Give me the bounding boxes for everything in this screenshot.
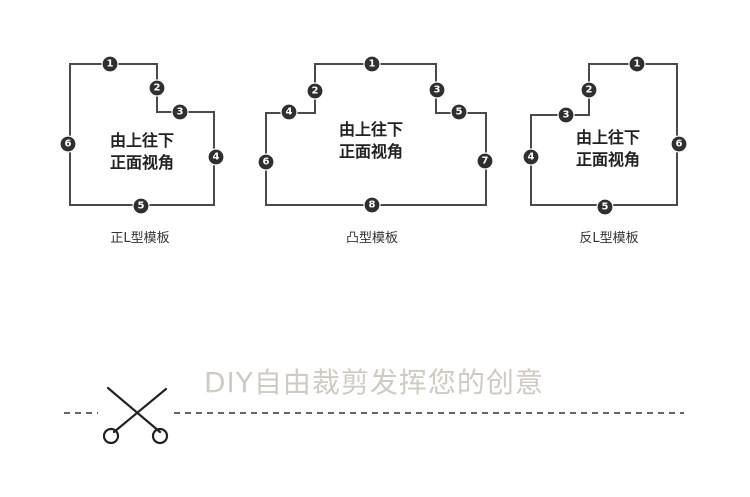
svg-text:6: 6 [676, 139, 683, 150]
svg-text:4: 4 [528, 152, 535, 163]
convex-shape-marker: 5 [450, 103, 468, 121]
reverse-l-shape-center-line1: 由上往下 [576, 128, 640, 147]
svg-text:3: 3 [434, 85, 441, 96]
svg-text:1: 1 [369, 59, 376, 70]
svg-text:3: 3 [177, 107, 184, 118]
svg-text:3: 3 [563, 110, 570, 121]
scissors-icon [98, 386, 170, 445]
l-shape-outline [69, 63, 215, 206]
svg-text:4: 4 [213, 152, 220, 163]
reverse-l-shape-caption: 反L型模板 [579, 231, 638, 246]
reverse-l-shape-marker: 5 [596, 198, 614, 216]
convex-shape-marker: 1 [363, 55, 381, 73]
l-shape-marker: 2 [148, 79, 166, 97]
svg-text:6: 6 [263, 157, 270, 168]
svg-text:5: 5 [602, 202, 609, 213]
convex-shape-marker: 4 [280, 103, 298, 121]
reverse-l-shape-marker: 3 [557, 106, 575, 124]
diy-slogan: DIY自由裁剪发挥您的创意 [204, 366, 544, 399]
svg-text:8: 8 [369, 200, 376, 211]
l-shape-marker: 5 [132, 197, 150, 215]
reverse-l-shape-marker: 1 [628, 55, 646, 73]
svg-text:1: 1 [107, 59, 114, 70]
convex-shape-marker: 2 [306, 82, 324, 100]
svg-text:5: 5 [456, 107, 463, 118]
l-shape-marker: 6 [59, 135, 77, 153]
l-shape-caption: 正L型模板 [110, 231, 169, 246]
reverse-l-shape-center-line2: 正面视角 [576, 150, 640, 169]
svg-text:2: 2 [586, 85, 593, 96]
svg-text:1: 1 [634, 59, 641, 70]
reverse-l-shape-marker: 4 [522, 148, 540, 166]
reverse-l-shape-marker: 6 [670, 135, 688, 153]
convex-shape-center-line2: 正面视角 [339, 142, 403, 161]
l-shape-marker: 3 [171, 103, 189, 121]
svg-text:6: 6 [65, 139, 72, 150]
template-l-shape: 由上往下 正面视角 1 2 3 4 5 6 正L型模板 [59, 55, 225, 246]
convex-shape-marker: 3 [428, 81, 446, 99]
convex-shape-caption: 凸型模板 [346, 231, 398, 246]
template-convex-shape: 由上往下 正面视角 1 2 3 4 5 6 7 [257, 55, 494, 246]
convex-shape-center-line1: 由上往下 [339, 120, 403, 139]
reverse-l-shape-outline [530, 63, 678, 206]
convex-shape-marker: 7 [476, 152, 494, 170]
convex-shape-marker: 6 [257, 153, 275, 171]
l-shape-marker: 4 [207, 148, 225, 166]
l-shape-center-line1: 由上往下 [110, 131, 174, 150]
l-shape-center-line2: 正面视角 [110, 153, 174, 172]
svg-text:4: 4 [286, 107, 293, 118]
reverse-l-shape-marker: 2 [580, 81, 598, 99]
template-reverse-l-shape: 由上往下 正面视角 1 2 3 4 5 6 反L型模板 [522, 55, 688, 246]
svg-text:5: 5 [138, 201, 145, 212]
l-shape-marker: 1 [101, 55, 119, 73]
svg-text:2: 2 [154, 83, 161, 94]
convex-shape-marker: 8 [363, 196, 381, 214]
svg-text:2: 2 [312, 86, 319, 97]
svg-text:7: 7 [482, 156, 489, 167]
